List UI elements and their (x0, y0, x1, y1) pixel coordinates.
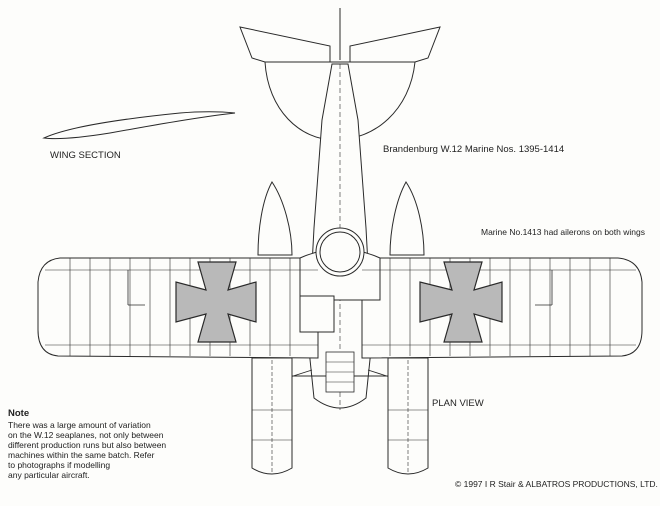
wing-section-label: WING SECTION (50, 150, 121, 161)
float-tip-right (389, 181, 425, 256)
cockpit-ring (315, 227, 365, 277)
aileron-annotation: Marine No.1413 had ailerons on both wing… (481, 227, 645, 237)
wing-section-profile (42, 111, 236, 140)
note-heading: Note (8, 408, 30, 419)
iron-cross-left (175, 261, 257, 343)
drawing-title: Brandenburg W.12 Marine Nos. 1395-1414 (383, 144, 565, 155)
plan-view-label: PLAN VIEW (432, 398, 484, 409)
centre-panel (299, 295, 335, 333)
note-line: to photographs if modelling (8, 460, 111, 470)
note-line: any particular aircraft. (8, 470, 90, 480)
note-block: Note There was a large amount of variati… (8, 408, 167, 481)
note-line: There was a large amount of variation (8, 420, 151, 430)
note-line: machines within the same batch. Refer (8, 450, 155, 460)
elevator-left (239, 26, 331, 63)
iron-cross-right (419, 261, 503, 343)
float-tip-left (257, 181, 293, 256)
elevator-right (349, 26, 441, 63)
note-line: on the W.12 seaplanes, not only between (8, 430, 164, 440)
note-line: different production runs but also betwe… (8, 440, 167, 450)
copyright-notice: © 1997 I R Stair & ALBATROS PRODUCTIONS,… (455, 479, 658, 489)
